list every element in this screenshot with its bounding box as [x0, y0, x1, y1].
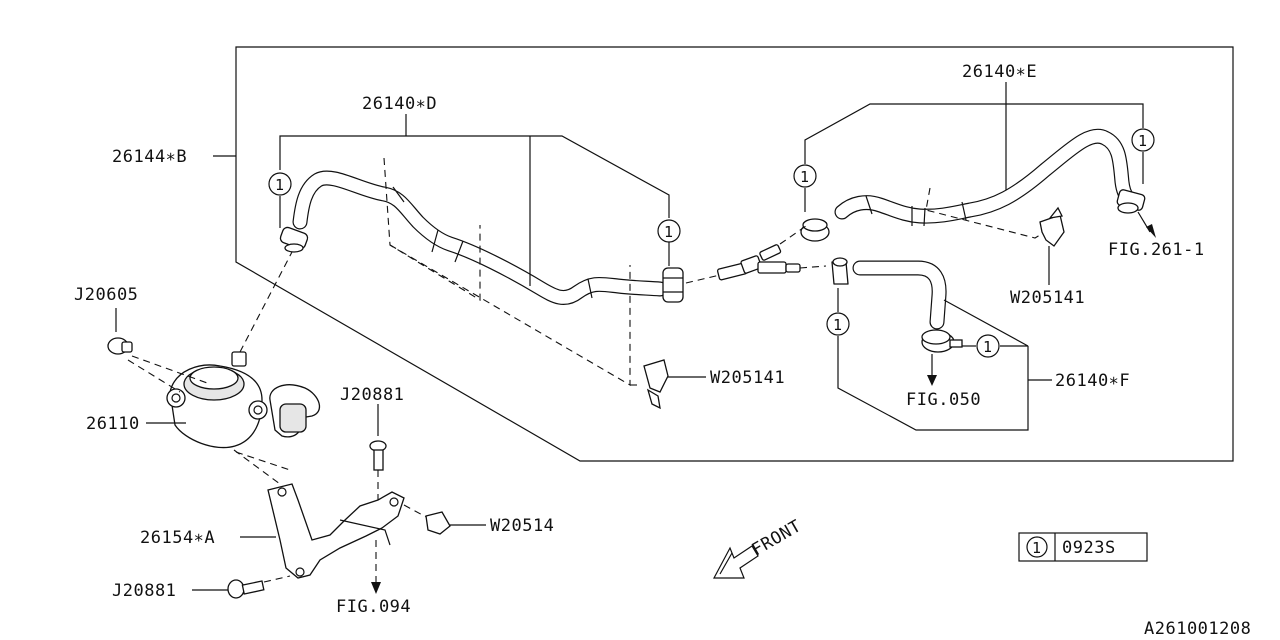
legend-box: 1 0923S — [1018, 532, 1148, 562]
legend-marker: 1 — [1032, 539, 1041, 557]
clamp-e-right — [1116, 189, 1146, 214]
legend-code: 0923S — [1062, 538, 1116, 558]
bolt-j20605 — [107, 308, 211, 393]
label-fig261: FIG.261-1 — [1108, 240, 1205, 260]
label-26140f: 26140∗F — [1055, 371, 1130, 391]
assembly-boundary — [235, 46, 1234, 462]
svg-text:1: 1 — [1138, 132, 1147, 150]
callout-1-e: 1 — [826, 312, 850, 336]
label-26140d: 26140∗D — [362, 94, 437, 114]
front-arrow-icon — [713, 545, 759, 579]
leader-26140e — [804, 82, 1144, 212]
svg-text:1: 1 — [983, 338, 992, 356]
hose-26140e — [834, 128, 1136, 227]
dash-planes-d — [383, 157, 640, 386]
label-w205141-right: W205141 — [1010, 288, 1085, 308]
callout-1-b: 1 — [657, 219, 681, 243]
label-w205141-center: W205141 — [710, 368, 785, 388]
clip-w205141-right — [1039, 206, 1065, 285]
bolt-j20881-top — [369, 404, 387, 500]
label-26140e: 26140∗E — [962, 62, 1037, 82]
svg-text:1: 1 — [275, 176, 284, 194]
svg-text:1: 1 — [800, 168, 809, 186]
clip-w20514 — [403, 504, 486, 535]
label-front: FRONT — [749, 516, 805, 560]
callout-1-c: 1 — [793, 164, 817, 188]
label-w20514: W20514 — [490, 516, 554, 536]
callout-1-d: 1 — [1131, 128, 1155, 152]
label-j20605: J20605 — [74, 285, 138, 305]
label-j20881-top: J20881 — [340, 385, 404, 405]
label-26144b: 26144∗B — [112, 147, 187, 167]
connector-pipe — [685, 225, 827, 284]
hose-26140d — [292, 170, 668, 305]
clamp-d-left — [279, 226, 309, 253]
svg-text:1: 1 — [664, 223, 673, 241]
clamp-f — [921, 329, 963, 353]
bracket-26154a — [233, 449, 405, 579]
label-26154a: 26154∗A — [140, 528, 215, 548]
svg-text:1: 1 — [833, 316, 842, 334]
clip-w205141-center — [643, 359, 706, 410]
label-j20881-bottom: J20881 — [112, 581, 176, 601]
leader-26140f — [837, 288, 1052, 431]
dash-plane-e — [925, 187, 1049, 239]
callout-1-a: 1 — [268, 172, 292, 196]
dash-valve-hose — [239, 251, 293, 353]
clamp-e-left — [800, 218, 830, 242]
label-fig094: FIG.094 — [336, 597, 411, 617]
bolt-j20881-bottom — [192, 575, 291, 599]
label-fig050: FIG.050 — [906, 390, 981, 410]
callout-1-f: 1 — [976, 334, 1000, 358]
label-26110: 26110 — [86, 414, 140, 434]
clamp-d-right — [662, 267, 684, 303]
valve-26110 — [166, 351, 321, 449]
hose-26140f — [831, 257, 947, 330]
diagram-id: A261001208 — [1144, 619, 1251, 639]
leader-26140d — [279, 114, 670, 286]
